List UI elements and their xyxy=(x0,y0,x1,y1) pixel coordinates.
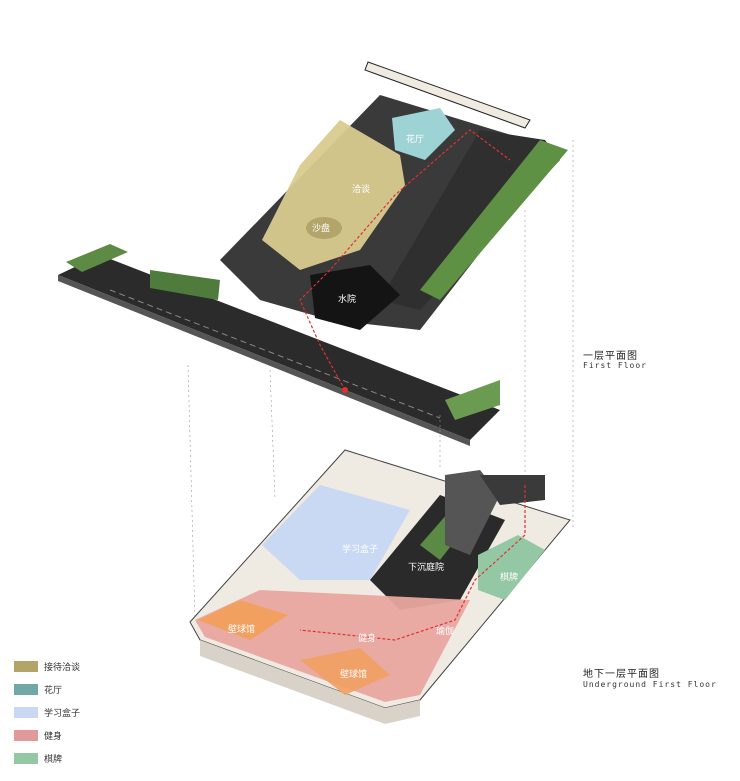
basement-subtitle: Underground First Floor xyxy=(583,680,717,689)
zone-reception-negotiation xyxy=(262,120,405,270)
label-sunken-court: 下沉庭院 xyxy=(408,561,444,573)
label-yoga: 瑜伽 xyxy=(436,625,454,637)
legend-item-fitness: 健身 xyxy=(14,724,80,747)
green-strip-east xyxy=(420,140,568,300)
label-negotiation: 洽谈 xyxy=(352,183,370,195)
legend-label: 学习盒子 xyxy=(44,709,81,719)
label-chess: 棋牌 xyxy=(500,571,518,583)
circulation-path-first-floor xyxy=(299,129,511,391)
first-floor-plan: 花厅 洽谈 沙盘 水院 xyxy=(58,61,568,446)
first-floor-road-edge xyxy=(58,275,470,446)
label-sand-table: 沙盘 xyxy=(312,222,330,234)
green-strip-left xyxy=(66,244,128,272)
label-flower-hall: 花厅 xyxy=(406,133,424,145)
legend-swatch-reception xyxy=(14,661,38,672)
legend-label: 健身 xyxy=(44,732,63,742)
legend-item-study-box: 学习盒子 xyxy=(14,701,80,724)
legend-item-chess: 棋牌 xyxy=(14,747,80,770)
green-strip-mid xyxy=(150,270,220,300)
sand-table-disc xyxy=(306,217,342,239)
projection-lines xyxy=(187,140,574,621)
label-wall-court-a: 壁球馆 xyxy=(228,623,255,635)
label-study-box: 学习盒子 xyxy=(342,543,378,555)
circulation-path-basement xyxy=(299,485,526,641)
label-wall-court-b: 壁球馆 xyxy=(340,668,367,680)
first-floor-subtitle: First Floor xyxy=(583,361,647,370)
legend: 接待洽谈 花厅 学习盒子 健身 棋牌 xyxy=(14,655,80,770)
legend-swatch-fitness xyxy=(14,730,38,741)
legend-swatch-flower-hall xyxy=(14,684,38,695)
green-strip-right xyxy=(445,380,500,420)
basement-title: 地下一层平面图 xyxy=(583,669,660,680)
legend-label: 花厅 xyxy=(44,686,63,696)
legend-label: 接待洽谈 xyxy=(44,663,81,673)
legend-label: 棋牌 xyxy=(44,755,63,765)
basement-slab-edge xyxy=(200,640,420,724)
top-beige-strip xyxy=(364,61,531,129)
basement-access-ramp xyxy=(480,475,545,505)
label-gym: 健身 xyxy=(358,632,376,644)
zone-flower-hall xyxy=(392,108,455,160)
legend-item-reception: 接待洽谈 xyxy=(14,655,80,678)
label-water-court: 水院 xyxy=(338,293,356,305)
zone-wall-court-a xyxy=(198,600,288,640)
zone-water-court xyxy=(310,265,400,330)
basement-plan: 学习盒子 下沉庭院 棋牌 健身 壁球馆 壁球馆 瑜伽 xyxy=(189,449,571,724)
basement-stair-tower xyxy=(445,470,500,555)
legend-swatch-study-box xyxy=(14,707,38,718)
legend-swatch-chess xyxy=(14,753,38,764)
first-floor-road xyxy=(58,255,500,440)
zone-wall-court-b xyxy=(300,648,390,695)
legend-item-flower-hall: 花厅 xyxy=(14,678,80,701)
zone-chess xyxy=(478,535,545,600)
first-floor-title: 一层平面图 xyxy=(583,351,638,362)
zone-study-box xyxy=(262,485,410,580)
